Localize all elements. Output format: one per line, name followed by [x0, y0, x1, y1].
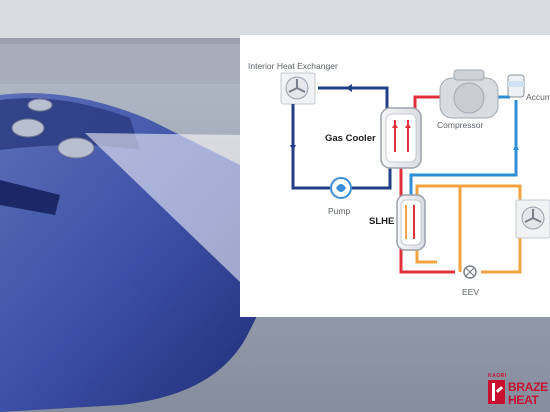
- coolant-arrows: [290, 84, 352, 151]
- label-slhe: SLHE: [369, 216, 395, 227]
- interior-hx-icon: [280, 72, 316, 105]
- label-accumulator: Accum: [526, 92, 550, 102]
- accumulator: [507, 74, 525, 98]
- label-pump: Pump: [328, 206, 351, 216]
- slhe: [396, 194, 426, 251]
- label-gas-cooler: Gas Cooler: [325, 133, 376, 144]
- logo-line-2: HEAT: [508, 393, 539, 407]
- gas-cooler: [380, 107, 422, 169]
- brand-logo: KAORI BRAZE HEAT: [488, 373, 550, 412]
- logo-small-text: KAORI: [488, 373, 507, 379]
- label-compressor: Compressor: [437, 120, 484, 130]
- coolant-loop: [291, 86, 392, 190]
- logo-line-1: BRAZE: [508, 380, 548, 394]
- building-wall: [0, 0, 550, 38]
- exterior-hx-icon: [515, 199, 550, 239]
- compressor: [439, 69, 499, 119]
- cold-line: [409, 95, 518, 196]
- eev-valve: [463, 265, 477, 279]
- roof-grille: [0, 180, 60, 215]
- callout-beam: [85, 133, 240, 282]
- roof-fans: [11, 98, 95, 159]
- label-eev: EEV: [462, 287, 480, 297]
- logo-mark-icon: [488, 380, 505, 404]
- label-interior-hx: Interior Heat Exchanger: [248, 61, 338, 71]
- pump: [330, 177, 352, 199]
